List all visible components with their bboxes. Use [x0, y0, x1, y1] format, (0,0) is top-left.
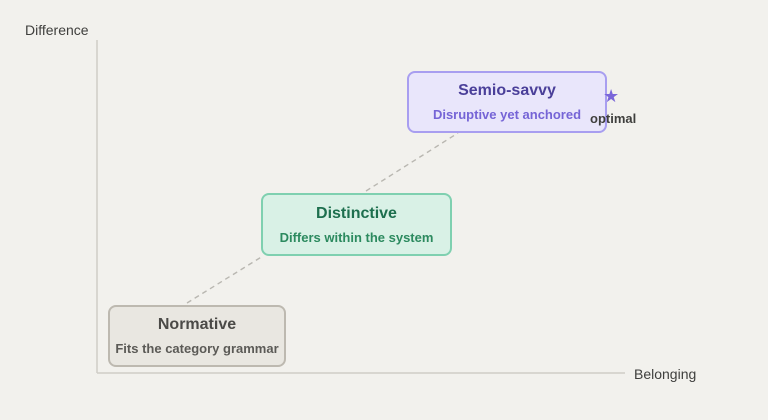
optimal-label: optimal — [590, 111, 637, 126]
distinctive-box: Distinctive Differs within the system — [261, 193, 452, 256]
y-axis-label: Difference — [25, 22, 89, 38]
normative-subtitle: Fits the category grammar — [115, 341, 279, 356]
normative-box: Normative Fits the category grammar — [108, 305, 286, 367]
semio-savvy-title: Semio-savvy — [458, 82, 556, 99]
connector-distinctive-semio — [365, 132, 459, 192]
semio-savvy-box: Semio-savvy Disruptive yet anchored — [407, 71, 607, 133]
x-axis-label: Belonging — [634, 366, 697, 382]
normative-title: Normative — [157, 316, 237, 333]
star-icon: ★ — [603, 86, 620, 106]
semio-savvy-subtitle: Disruptive yet anchored — [432, 107, 582, 122]
distinctive-subtitle: Differs within the system — [279, 229, 434, 245]
distinctive-title: Distinctive — [316, 204, 397, 222]
connector-normative-distinctive — [186, 255, 264, 304]
